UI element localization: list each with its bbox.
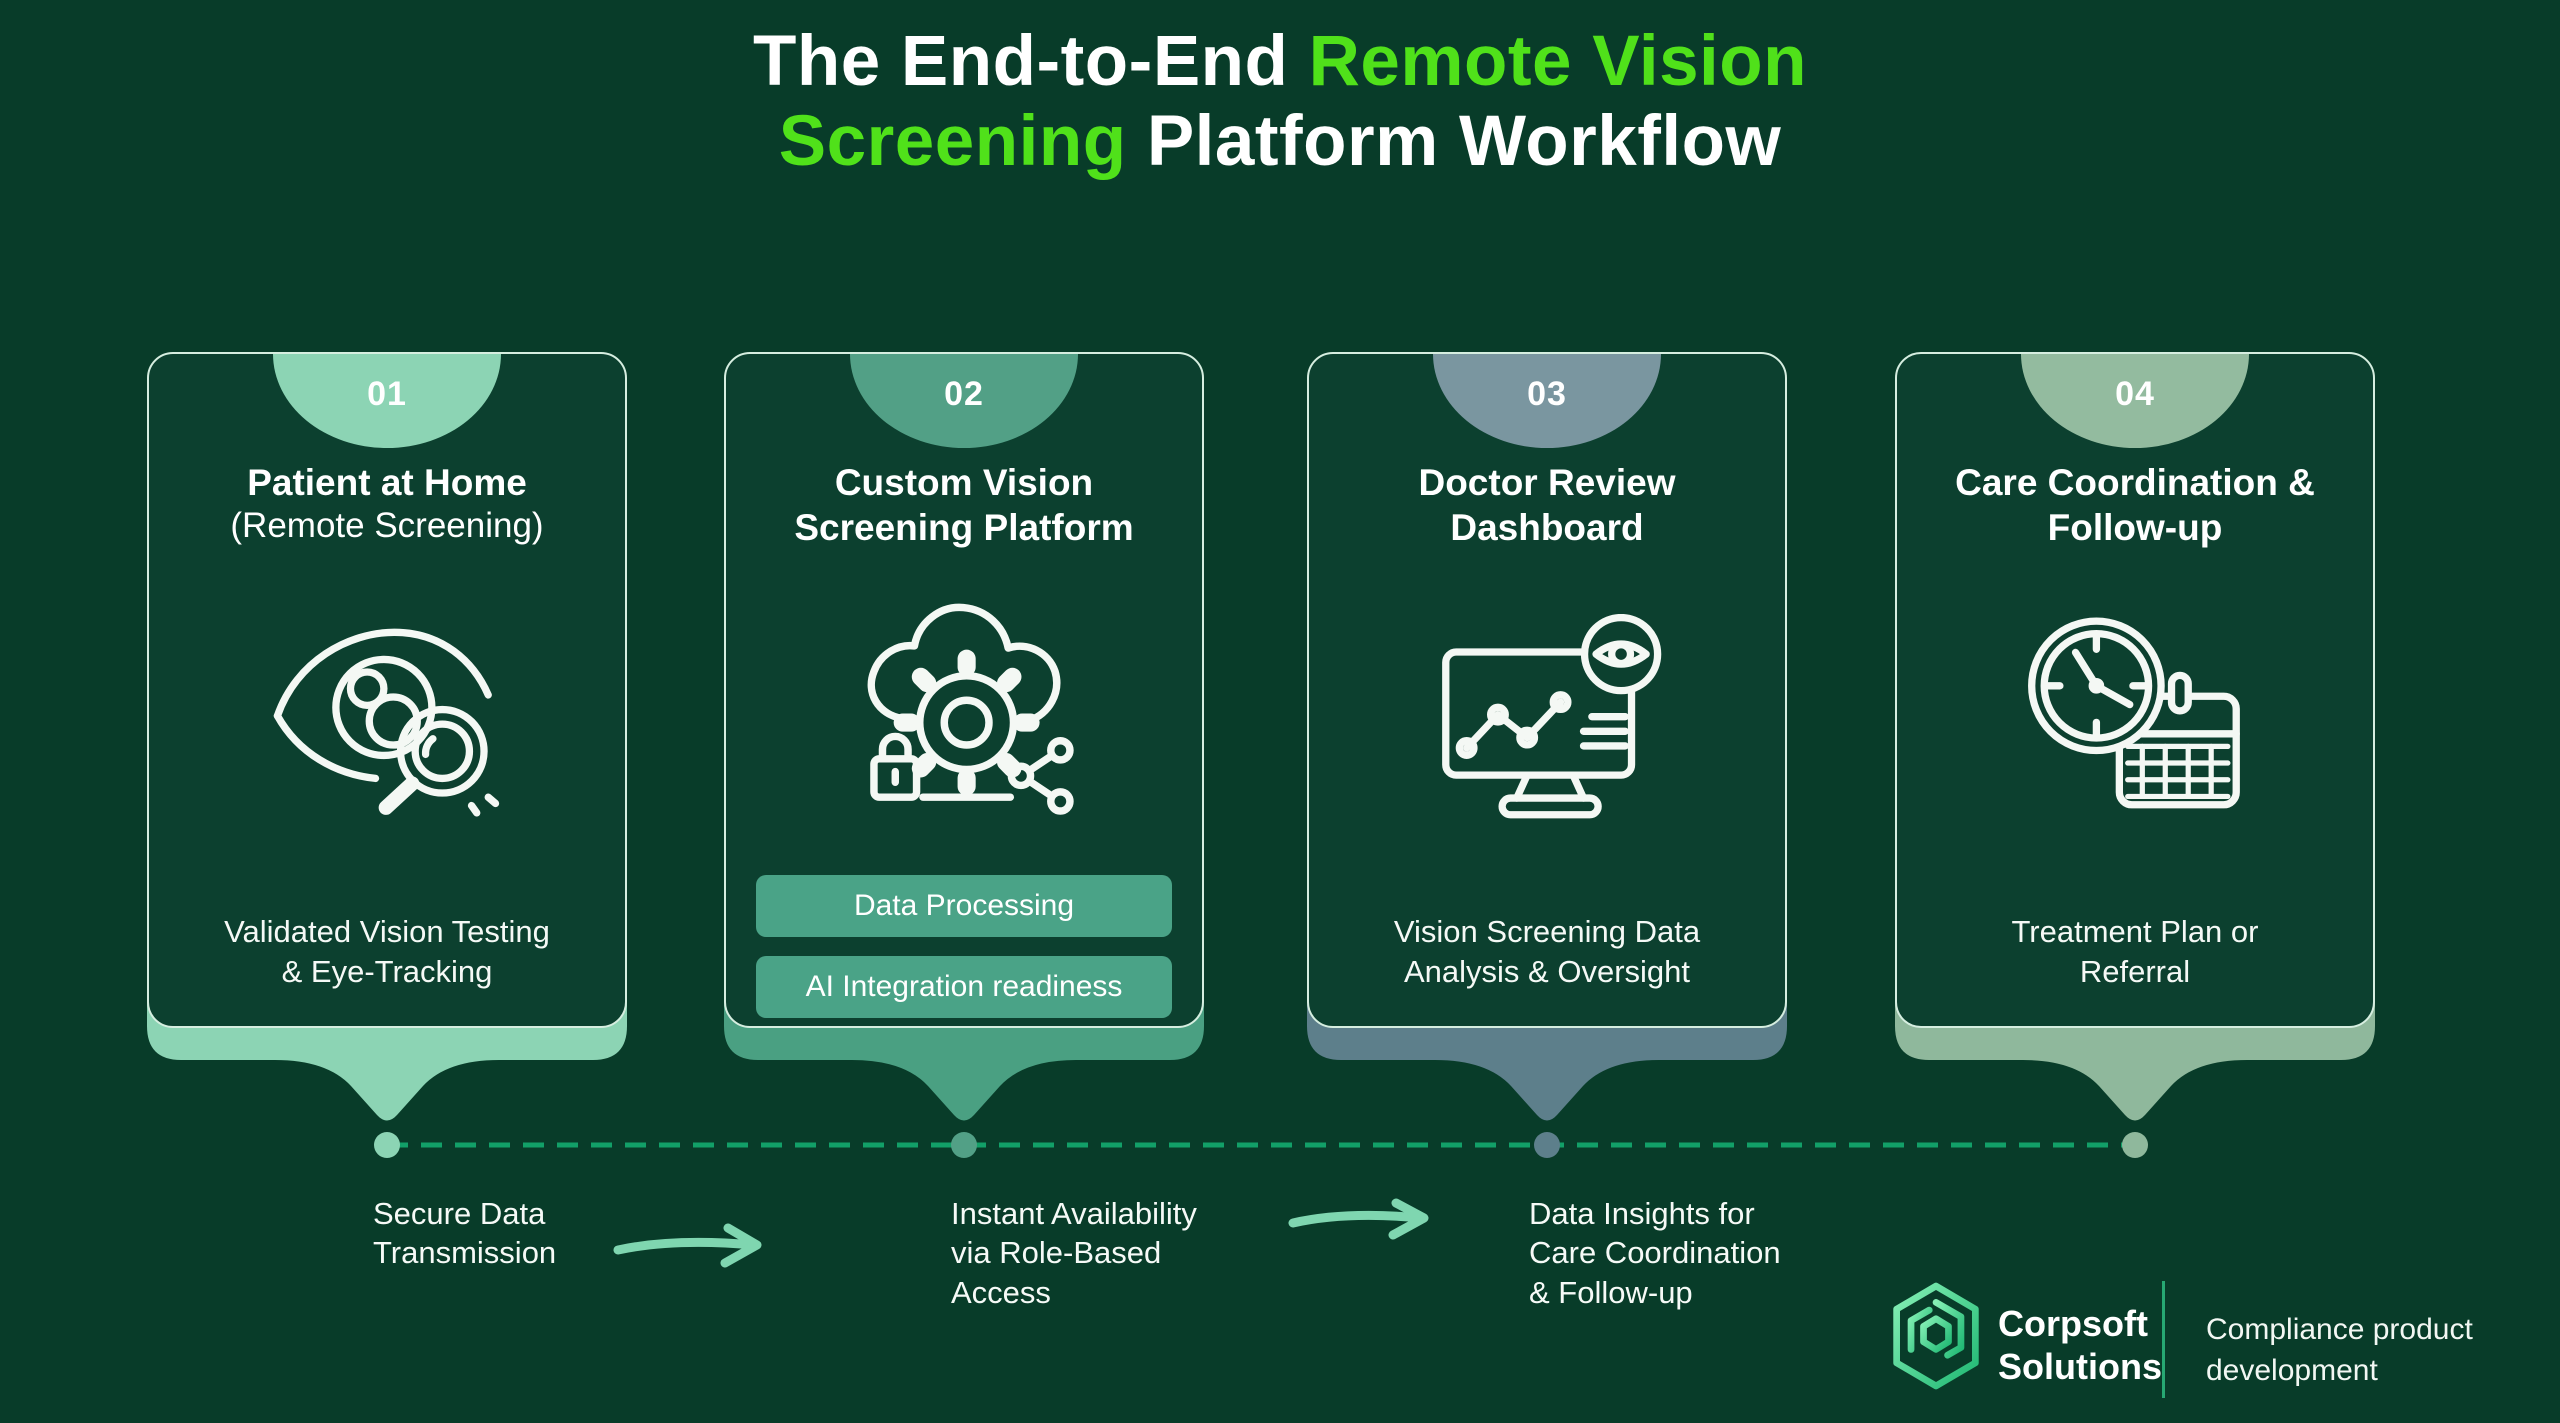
timeline-dot-3 bbox=[1534, 1132, 1560, 1158]
arrow-right-icon bbox=[1288, 1198, 1429, 1240]
footer-divider bbox=[2162, 1281, 2165, 1398]
arrow-right-icon bbox=[613, 1223, 762, 1268]
card-1-subtitle: (Remote Screening) bbox=[230, 506, 544, 546]
timeline-dot-2 bbox=[951, 1132, 977, 1158]
page-title: The End-to-End Remote Vision Screening P… bbox=[0, 22, 2560, 182]
step-number-tab-2: 02 bbox=[850, 354, 1078, 448]
step-number-tab-4: 04 bbox=[2021, 354, 2249, 448]
timeline-label-3: Data Insights for Care Coordination & Fo… bbox=[1529, 1196, 1781, 1310]
card-1-caption: Validated Vision Testing & Eye-Tracking bbox=[224, 914, 550, 990]
title-accent-1: Remote Vision bbox=[1308, 22, 1808, 101]
card-2-title: Custom Vision Screening Platform bbox=[794, 462, 1134, 549]
step-number: 01 bbox=[367, 375, 407, 413]
step-number: 02 bbox=[944, 375, 984, 413]
timeline-dot-4 bbox=[2122, 1132, 2148, 1158]
step-card-2: 02 Custom Vision Screening Platform bbox=[724, 352, 1204, 1028]
card-1-title: Patient at Home (Remote Screening) bbox=[163, 460, 611, 548]
step-card-3: 03 Doctor Review Dashboard bbox=[1307, 352, 1787, 1028]
page-title-line1: The End-to-End Remote Vision bbox=[752, 22, 1808, 101]
badge-ai-integration: AI Integration readiness bbox=[756, 956, 1172, 1018]
clock-calendar-icon bbox=[1897, 604, 2373, 824]
eye-magnifier-icon bbox=[149, 596, 625, 821]
card-4-title: Care Coordination & Follow-up bbox=[1955, 462, 2315, 549]
title-accent-2: Screening bbox=[778, 102, 1127, 182]
timeline bbox=[374, 1132, 2148, 1158]
card-3-title: Doctor Review Dashboard bbox=[1418, 462, 1676, 549]
step-card-1: 01 Patient at Home (Remote Screening) bbox=[147, 352, 627, 1028]
badge-data-processing: Data Processing bbox=[756, 875, 1172, 937]
card-3-caption: Vision Screening Data Analysis & Oversig… bbox=[1393, 914, 1701, 990]
timeline-label-2: Instant Availability via Role-Based Acce… bbox=[951, 1196, 1197, 1310]
monitor-analytics-eye-icon bbox=[1309, 614, 1785, 834]
step-number: 04 bbox=[2115, 375, 2155, 413]
corpsoft-logo-icon bbox=[1893, 1282, 1979, 1390]
brand-name: Corpsoft Solutions bbox=[1998, 1303, 2162, 1388]
page-title-line2: Screening Platform Workflow bbox=[778, 102, 1782, 182]
timeline-dot-1 bbox=[374, 1132, 400, 1158]
timeline-label-1: Secure Data Transmission bbox=[373, 1196, 557, 1271]
step-number-tab-1: 01 bbox=[273, 354, 501, 448]
step-number-tab-3: 03 bbox=[1433, 354, 1661, 448]
step-card-4: 04 Care Coordination & Follow-up bbox=[1895, 352, 2375, 1028]
card-4-caption: Treatment Plan or Referral bbox=[2011, 914, 2259, 990]
step-number: 03 bbox=[1527, 375, 1567, 413]
cloud-gear-lock-share-icon bbox=[726, 592, 1202, 817]
footer-tagline: Compliance product development bbox=[2206, 1313, 2473, 1387]
